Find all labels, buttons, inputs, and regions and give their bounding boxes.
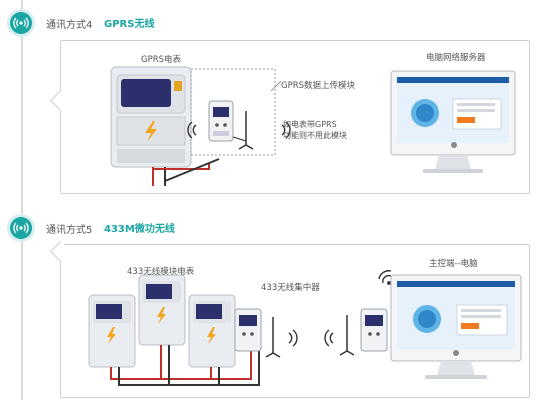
pc-caption: 主控端--电脑 <box>429 259 478 269</box>
pc-receiver <box>339 308 388 356</box>
section-4-panel: GPRS电表 GPRS数据上传模块 如电表带GPRS 功能则不用此模块 电脑网络… <box>49 40 530 194</box>
server-caption: 电脑网络服务器 <box>426 53 486 63</box>
gprs-note-line2: 功能则不用此模块 <box>283 131 347 140</box>
433-meter-2 <box>138 274 186 346</box>
433-collector <box>234 308 281 358</box>
section-5-label: 通讯方式5 <box>46 225 93 236</box>
lightning-icon <box>207 327 216 344</box>
gprs-note: 如电表带GPRS 功能则不用此模块 <box>283 119 347 141</box>
lightning-icon <box>145 121 157 142</box>
lightning-icon <box>107 327 116 344</box>
433-meter-3 <box>188 294 236 368</box>
section-4-title: GPRS无线 <box>104 19 155 30</box>
433-diagram <box>88 270 522 386</box>
gprs-note-line1: 如电表带GPRS <box>283 120 337 129</box>
signal-waves-icon <box>288 329 334 347</box>
apple-icon <box>453 350 459 356</box>
section-5-panel: 433无线模块电表 433无线集中器 主控端--电脑 <box>49 240 530 398</box>
timeline-line <box>21 0 23 400</box>
section-4-label: 通讯方式4 <box>46 20 93 31</box>
section-4-wifi-icon <box>10 12 32 34</box>
gprs-module <box>208 100 254 150</box>
gprs-meter <box>110 66 192 186</box>
433-meter-1 <box>88 294 136 368</box>
433-meter-caption: 433无线模块电表 <box>127 267 195 277</box>
wifi-icon <box>378 270 392 285</box>
section-5-wifi-icon <box>10 217 32 239</box>
server-computer <box>390 70 516 173</box>
signal-waves-icon <box>187 121 291 139</box>
master-computer <box>390 274 522 379</box>
section-5-title: 433M微功无线 <box>104 224 175 235</box>
gprs-diagram <box>110 66 516 186</box>
apple-icon <box>451 142 457 148</box>
lightning-icon <box>157 307 166 324</box>
gprs-meter-caption: GPRS电表 <box>141 55 182 65</box>
gprs-module-caption: GPRS数据上传模块 <box>281 81 356 91</box>
433-collector-caption: 433无线集中器 <box>261 283 320 293</box>
